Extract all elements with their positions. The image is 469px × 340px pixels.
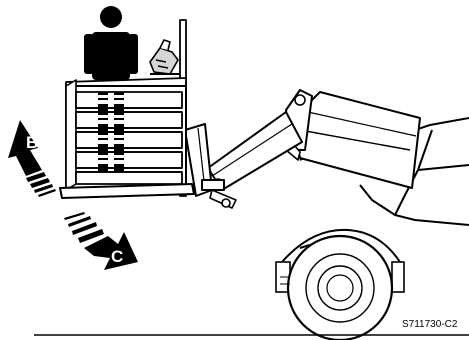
- arrow-c-label: C: [111, 247, 123, 266]
- arrow-b-label: B: [26, 133, 38, 152]
- telescopic-boom: [208, 90, 420, 208]
- tilt-up-arrow-icon: [8, 120, 56, 197]
- front-wheel: [276, 236, 404, 340]
- tilt-down-arrow-icon: [64, 212, 138, 270]
- figure-code: S711730-C2: [402, 319, 458, 330]
- hand-control-icon: [150, 40, 180, 74]
